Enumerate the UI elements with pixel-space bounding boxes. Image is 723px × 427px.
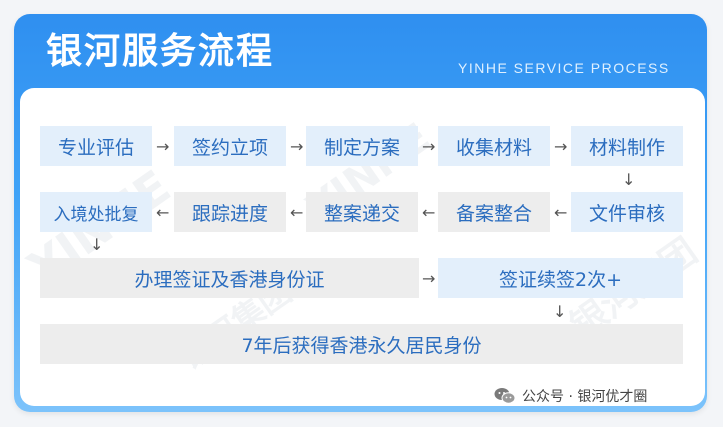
step-plan: 制定方案: [306, 126, 418, 166]
arrow-left-icon: ←: [290, 203, 304, 222]
step-consolidate-records: 备案整合: [438, 192, 550, 232]
step-permanent-residency: 7年后获得香港永久居民身份: [40, 324, 683, 364]
arrow-left-icon: ←: [554, 203, 568, 222]
step-visa-renewal: 签证续签2次+: [438, 258, 683, 298]
step-sign-contract: 签约立项: [174, 126, 286, 166]
footer-text: 公众号 · 银河优才圈: [522, 389, 648, 405]
footer-credit: 公众号 · 银河优才圈: [494, 386, 647, 406]
arrow-right-icon: →: [156, 137, 170, 156]
arrow-right-icon: →: [422, 269, 436, 288]
step-visa-and-id: 办理签证及香港身份证: [40, 258, 419, 298]
step-track-progress: 跟踪进度: [174, 192, 286, 232]
arrow-down-icon: ↓: [90, 235, 104, 254]
step-prepare-materials: 材料制作: [571, 126, 683, 166]
arrow-down-icon: ↓: [622, 170, 636, 189]
page-subtitle: YINHE SERVICE PROCESS: [458, 60, 670, 76]
step-professional-assessment: 专业评估: [40, 126, 152, 166]
arrow-left-icon: ←: [156, 203, 170, 222]
step-document-review: 文件审核: [571, 192, 683, 232]
step-collect-materials: 收集材料: [438, 126, 550, 166]
arrow-right-icon: →: [422, 137, 436, 156]
wechat-icon: [494, 387, 516, 405]
page-title: 银河服务流程: [46, 31, 275, 72]
step-immigration-approval: 入境处批复: [40, 192, 152, 232]
arrow-down-icon: ↓: [553, 302, 567, 321]
step-submit-case: 整案递交: [306, 192, 418, 232]
arrow-right-icon: →: [554, 137, 568, 156]
arrow-left-icon: ←: [422, 203, 436, 222]
arrow-right-icon: →: [290, 137, 304, 156]
